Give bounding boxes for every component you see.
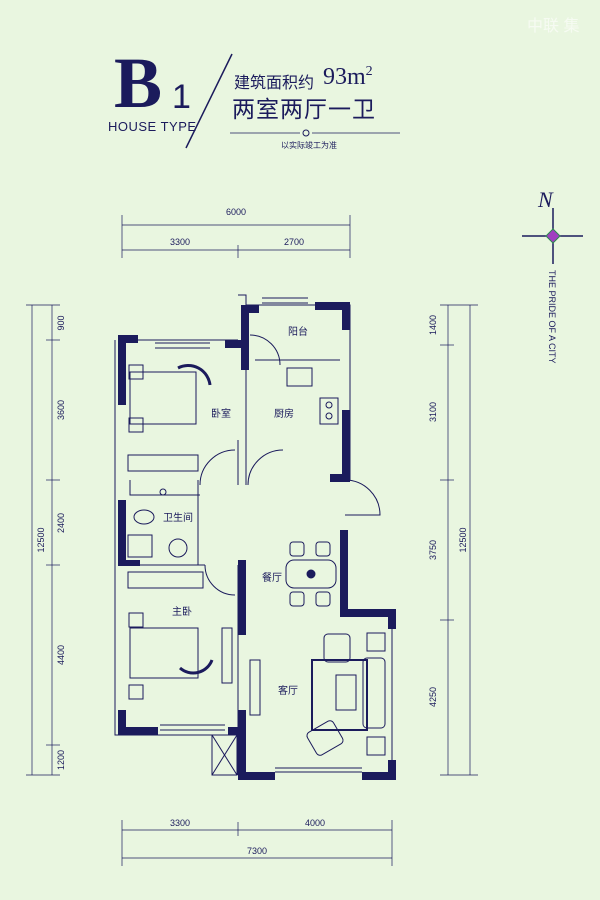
room-label-kitchen: 厨房 [274, 407, 294, 420]
coffee-table-icon [335, 674, 357, 711]
dim-top-1: 3300 [170, 237, 190, 247]
tv-cabinet-icon [249, 659, 261, 716]
carpet-icon [311, 659, 368, 731]
dim-right-3: 3750 [428, 540, 438, 560]
compass-icon: N [522, 187, 583, 264]
dim-right-4: 4250 [428, 687, 438, 707]
rug-icon [179, 659, 214, 675]
dim-right-2: 3100 [428, 402, 438, 422]
toilet-icon [133, 509, 155, 525]
chair-icon [289, 541, 305, 557]
furniture [127, 364, 386, 756]
area-number: 93m [323, 64, 366, 90]
nightstand-icon [128, 684, 144, 700]
dim-top-total: 6000 [226, 207, 246, 217]
chair-icon [315, 541, 331, 557]
dim-bottom-1: 3300 [170, 818, 190, 828]
dim-right-total: 12500 [458, 527, 468, 552]
dim-left-total: 12500 [36, 527, 46, 552]
armchair-icon [323, 633, 351, 663]
dim-bottom-total: 7300 [247, 846, 267, 856]
nightstand-icon [128, 364, 144, 380]
dim-left-1: 900 [56, 315, 66, 330]
thick-walls [118, 302, 396, 780]
wardrobe-icon [127, 571, 204, 589]
area-label: 建筑面积约 [234, 73, 315, 92]
sink-icon [168, 538, 188, 558]
header-slash [185, 53, 233, 149]
room-label-living: 客厅 [278, 684, 298, 697]
washer-icon [127, 534, 153, 558]
area-value: 93m2 [323, 64, 373, 90]
house-type-number: 1 [172, 78, 191, 116]
sofa-icon [362, 657, 386, 729]
compass-caption: THE PRIDE OF A CITY [547, 270, 557, 364]
area-unit-sup: 2 [365, 64, 373, 79]
watermark: 中联 集 [527, 18, 580, 35]
stove-icon [319, 397, 339, 425]
house-type-caption: HOUSE TYPE [108, 119, 197, 134]
house-type-letter: B [114, 43, 163, 123]
dim-bottom-2: 4000 [305, 818, 325, 828]
layout-description: 两室两厅一卫 [232, 97, 376, 123]
nightstand-icon [128, 612, 144, 628]
dim-left-4: 4400 [56, 645, 66, 665]
chair-icon [315, 591, 331, 607]
room-label-bedroom: 卧室 [211, 407, 231, 420]
north-label: N [537, 187, 554, 212]
rug-icon [177, 364, 212, 386]
dim-left-2: 3600 [56, 400, 66, 420]
dim-left-5: 1200 [56, 750, 66, 770]
nightstand-icon [128, 417, 144, 433]
room-label-balcony: 阳台 [288, 325, 308, 338]
wardrobe-icon [127, 454, 199, 472]
room-label-dining: 餐厅 [262, 571, 282, 584]
side-table-icon [366, 736, 386, 756]
thin-walls [114, 294, 393, 776]
dim-left-3: 2400 [56, 513, 66, 533]
dimension-lines [26, 215, 478, 866]
shower-icon [159, 488, 167, 496]
kitchen-sink-icon [286, 367, 313, 387]
chair-icon [289, 591, 305, 607]
dim-right-1: 1400 [428, 315, 438, 335]
room-label-bathroom: 卫生间 [163, 511, 193, 524]
tv-cabinet-icon [221, 627, 233, 684]
dim-top-2: 2700 [284, 237, 304, 247]
disclaimer-note: 以实际竣工为准 [281, 141, 337, 150]
armchair-icon [306, 720, 344, 756]
bed-icon [129, 371, 197, 425]
ornament-icon [302, 129, 310, 137]
side-table-icon [366, 632, 386, 652]
bed-icon [129, 627, 199, 679]
dining-table-icon [285, 559, 337, 589]
room-label-master-bedroom: 主卧 [172, 605, 192, 618]
